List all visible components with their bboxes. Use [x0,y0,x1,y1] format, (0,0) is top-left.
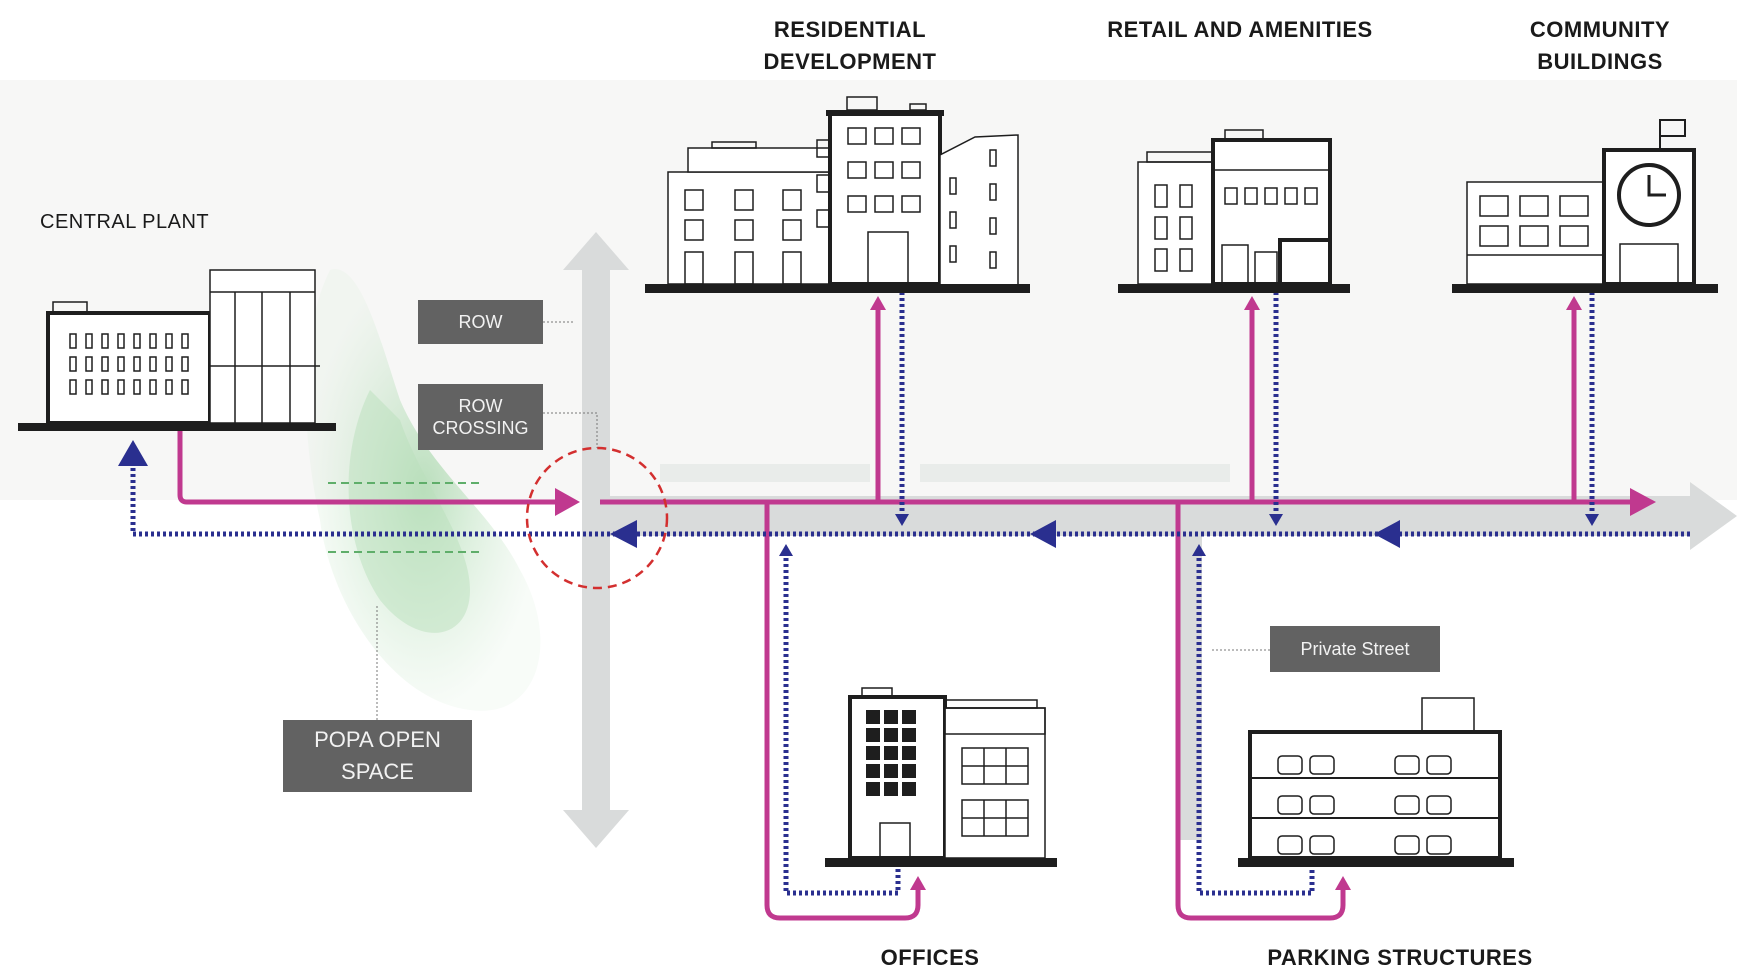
return-pipes [130,292,1690,896]
retail-heading: RETAIL AND AMENITIES [1107,17,1373,42]
row-crossing-label: ROW CROSSING [418,384,543,450]
faint-street-bands [660,464,1230,482]
popa-open-space-label-text: POPA OPEN SPACE [314,727,441,784]
offices-building [825,687,1057,867]
row-street [563,232,629,848]
private-street-label: Private Street [1270,626,1440,672]
supply-pipes [177,300,1640,921]
parking-building [1238,697,1514,867]
row-label-text: ROW [458,311,503,332]
parking-heading: PARKING STRUCTURES [1267,945,1533,970]
return-arrowheads [118,440,1599,556]
supply-arrowheads [555,296,1656,890]
offices-heading: OFFICES [880,945,980,970]
row-crossing-circle [525,446,669,590]
leader-lines [376,321,1270,720]
retail-building [1118,129,1350,293]
popa-open-space-label: POPA OPEN SPACE [283,720,472,792]
central-plant-building [18,269,336,431]
community-heading: COMMUNITY BUILDINGS [1529,17,1671,74]
residential-building [645,96,1030,293]
open-space-area [306,269,541,711]
community-building [1452,119,1718,293]
row-label: ROW [418,300,543,344]
row-crossing-label-text: ROW CROSSING [432,396,529,438]
central-plant-heading: CENTRAL PLANT [40,211,210,233]
private-street-label-text: Private Street [1300,638,1410,659]
residential-heading: RESIDENTIAL DEVELOPMENT [763,17,937,74]
